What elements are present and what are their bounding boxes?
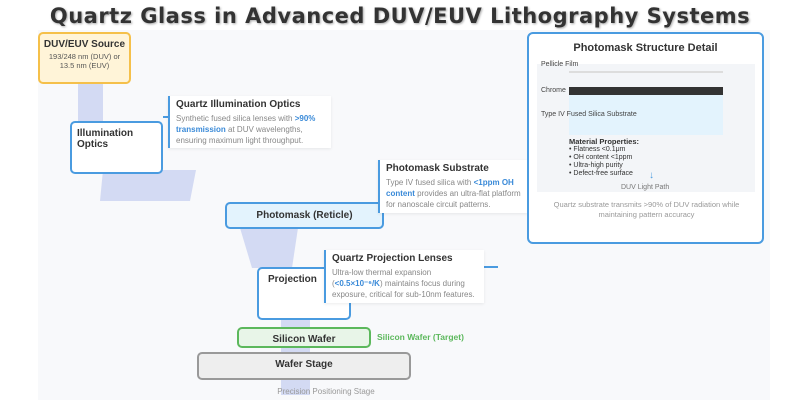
detail-title: Photomask Structure Detail [573, 42, 718, 54]
page-title: Quartz Glass in Advanced DUV/EUV Lithogr… [49, 4, 751, 28]
pellicle-film [569, 71, 723, 73]
silicon-wafer-target-label: Silicon Wafer (Target) [377, 332, 464, 342]
callout-title: Quartz Illumination Optics [176, 99, 301, 110]
callout-highlight: <0.5×10⁻⁶/K [334, 279, 380, 288]
light-path-label: DUV Light Path [621, 184, 670, 191]
material-properties: Material Properties: • Flatness <0.1μm •… [569, 138, 639, 178]
illumination-optics-box: Illumination Optics [70, 121, 163, 174]
pellicle-label: Pellicle Film [541, 61, 579, 68]
properties-title: Material Properties: [569, 137, 640, 146]
substrate-label: Type IV Fused Silica Substrate [541, 111, 637, 118]
silicon-wafer-label: Silicon Wafer [272, 334, 336, 345]
property-item: • Ultra-high purity [569, 162, 623, 169]
callout-text: Ultra-low thermal expansion ( [332, 268, 432, 288]
property-item: • OH content <1ppm [569, 154, 633, 161]
callout-highlight: <1ppm OH content [386, 178, 514, 198]
photomask-box: Photomask (Reticle) [225, 202, 384, 229]
connector-line [163, 116, 169, 118]
wafer-stage-box: Wafer Stage [197, 352, 411, 380]
detail-caption: Quartz substrate transmits >90% of DUV r… [553, 200, 740, 219]
callout-text: Synthetic fused silica lenses with [176, 114, 295, 123]
callout-highlight: >90% transmission [176, 114, 316, 134]
beam-segment [100, 170, 196, 201]
substrate-layer [569, 95, 723, 135]
callout-illumination: Quartz Illumination Optics Synthetic fus… [168, 96, 331, 148]
projection-label: Projection [268, 274, 317, 285]
callout-text: at DUV wavelengths, ensuring maximum lig… [176, 125, 304, 145]
callout-projection: Quartz Projection Lenses Ultra-low therm… [324, 250, 484, 303]
source-label: DUV/EUV Source [43, 39, 126, 50]
photomask-label: Photomask (Reticle) [256, 210, 353, 221]
detail-panel: Photomask Structure Detail Pellicle Film… [527, 32, 764, 244]
callout-text: provides an ultra-flat platform for nano… [386, 189, 521, 209]
callout-text: Type IV fused silica with [386, 178, 474, 187]
chrome-layer [569, 87, 723, 95]
source-box: DUV/EUV Source 193/248 nm (DUV) or 13.5 … [38, 32, 131, 84]
silicon-wafer-box: Silicon Wafer [237, 327, 371, 348]
arrow-down-icon: ↓ [649, 170, 654, 181]
property-item: • Flatness <0.1μm [569, 146, 626, 153]
source-detail: 193/248 nm (DUV) or 13.5 nm (EUV) [48, 52, 121, 70]
wafer-stage-label: Wafer Stage [275, 359, 333, 370]
connector-line [484, 266, 498, 268]
callout-text: ) maintains focus during exposure, criti… [332, 279, 475, 299]
callout-title: Quartz Projection Lenses [332, 253, 453, 264]
callout-title: Photomask Substrate [386, 163, 489, 174]
chrome-label: Chrome [541, 87, 566, 94]
beam-segment [240, 228, 298, 268]
illumination-optics-label: Illumination Optics [77, 128, 134, 150]
beam-segment [78, 83, 103, 123]
callout-photomask: Photomask Substrate Type IV fused silica… [378, 160, 528, 213]
stage-caption: Precision Positioning Stage [277, 387, 375, 396]
property-item: • Defect-free surface [569, 170, 633, 177]
